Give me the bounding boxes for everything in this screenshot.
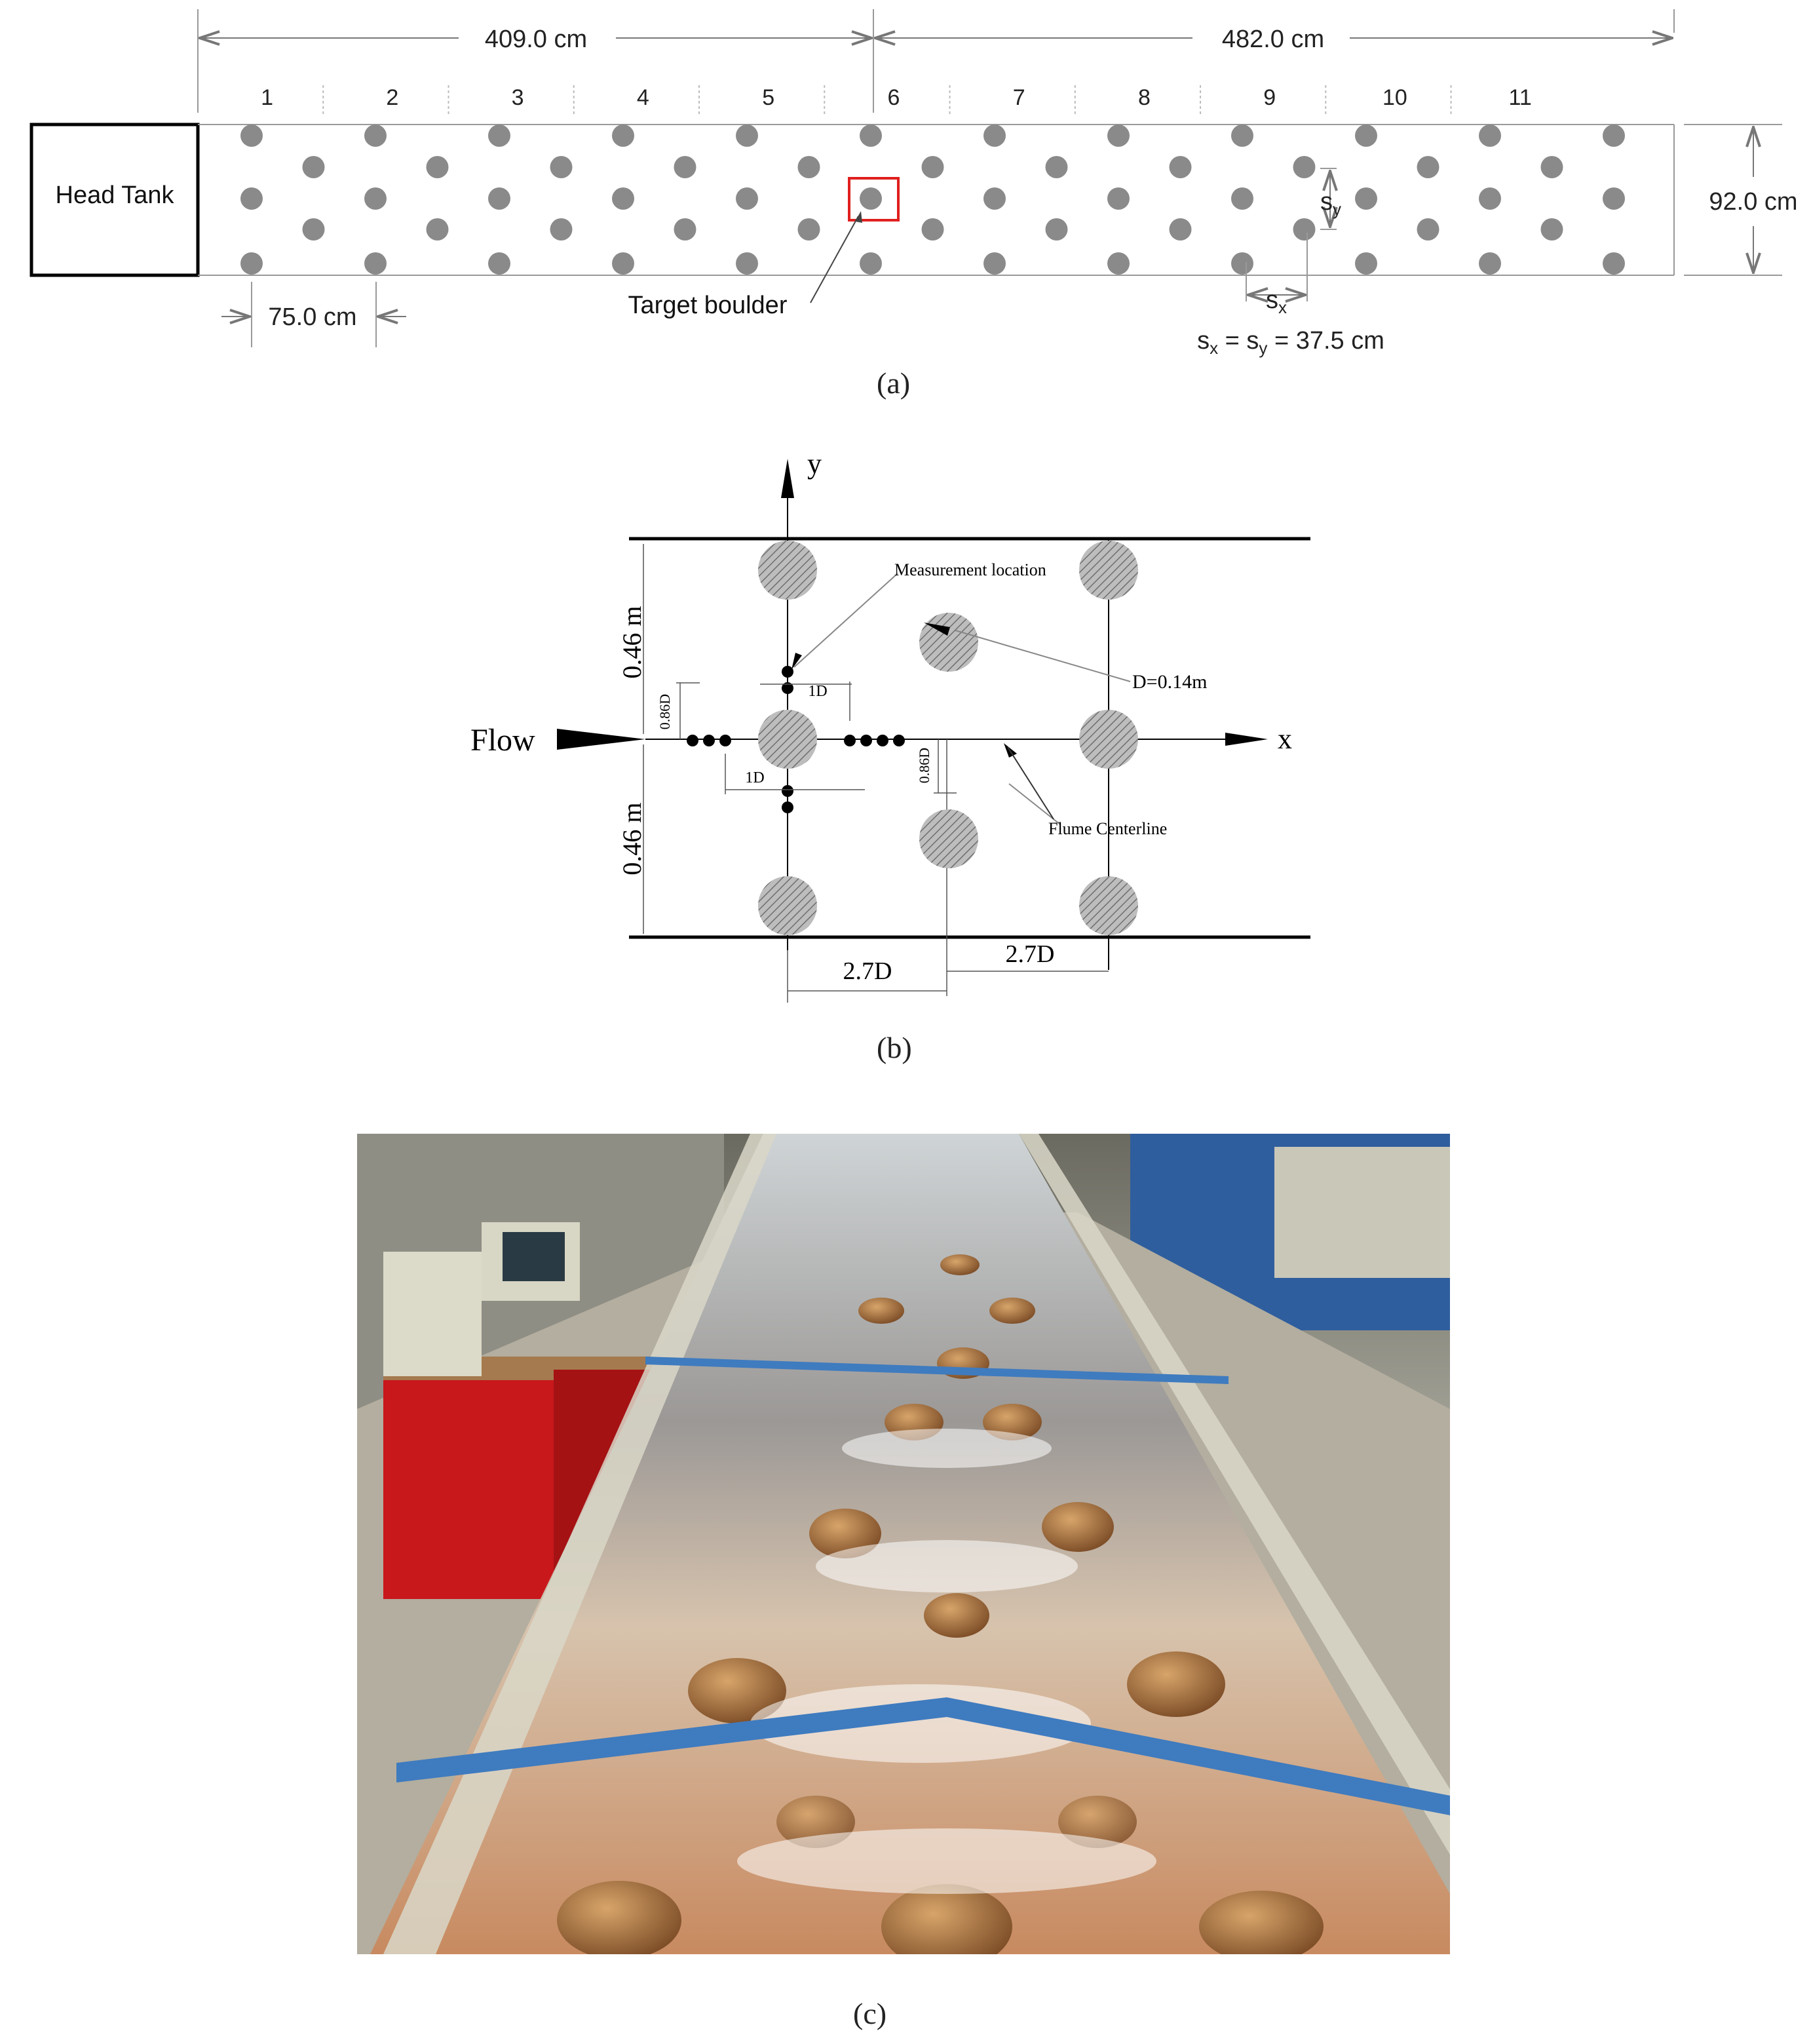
boulder-dot bbox=[1169, 218, 1192, 241]
boulder-dot bbox=[240, 187, 263, 210]
spacing-dim-label: 75.0 cm bbox=[268, 303, 356, 331]
section-number: 3 bbox=[512, 85, 524, 110]
target-boulder-box bbox=[848, 177, 900, 222]
section-number: 2 bbox=[386, 85, 398, 110]
boulder-dot bbox=[1603, 187, 1625, 210]
boulder-dot bbox=[1355, 252, 1377, 275]
blue-crossbar-front bbox=[396, 1697, 1450, 1815]
section-number: 8 bbox=[1138, 85, 1151, 110]
section-number: 1 bbox=[261, 85, 273, 110]
boulder-dot bbox=[364, 187, 387, 210]
boulder-dot bbox=[674, 218, 696, 241]
section-markers: 1 2 3 4 5 6 7 8 9 10 11 bbox=[261, 85, 1532, 115]
boulder-dot bbox=[860, 252, 882, 275]
sy-label: sy bbox=[1320, 188, 1341, 219]
section-number: 4 bbox=[637, 85, 649, 110]
section-number: 7 bbox=[1013, 85, 1025, 110]
boulder-dot bbox=[921, 156, 944, 178]
boulder-dot bbox=[1107, 187, 1130, 210]
boulder-dot bbox=[1231, 125, 1253, 147]
boulder-dot bbox=[1293, 218, 1316, 241]
boulder-dot bbox=[488, 187, 510, 210]
boulder-dot bbox=[1355, 125, 1377, 147]
boulder-dot bbox=[1479, 125, 1501, 147]
boulder-dot bbox=[860, 187, 882, 210]
boulder-dot bbox=[1231, 187, 1253, 210]
boulder-dot bbox=[1479, 187, 1501, 210]
flume-photograph bbox=[357, 1134, 1450, 1954]
boulder-dot bbox=[921, 218, 944, 241]
boulder-dot bbox=[1107, 125, 1130, 147]
boulder-dot bbox=[1417, 218, 1439, 241]
boulder-dot bbox=[860, 125, 882, 147]
boulder-dot bbox=[797, 218, 820, 241]
boulder-dot bbox=[1045, 218, 1068, 241]
target-boulder-label: Target boulder bbox=[628, 292, 788, 319]
sx-label: sx bbox=[1266, 286, 1287, 317]
boulder-dot bbox=[674, 156, 696, 178]
boulder-dot bbox=[1355, 187, 1377, 210]
boulder-dot bbox=[488, 252, 510, 275]
boulder-dot bbox=[983, 187, 1006, 210]
blue-crossbar-middle bbox=[645, 1357, 1229, 1384]
section-number: 9 bbox=[1263, 85, 1276, 110]
boulder-dot bbox=[1045, 156, 1068, 178]
boulder-dot bbox=[1107, 252, 1130, 275]
boulder-dot bbox=[426, 156, 449, 178]
boulder-dot bbox=[1231, 252, 1253, 275]
section-number: 6 bbox=[887, 85, 900, 110]
dim-482: 482.0 cm bbox=[1222, 26, 1324, 53]
boulder-dot bbox=[488, 125, 510, 147]
boulder-dot bbox=[797, 156, 820, 178]
boulder-dot bbox=[302, 218, 325, 241]
boulder-dot bbox=[1479, 252, 1501, 275]
boulder-dot bbox=[1293, 156, 1316, 178]
boulder-dot bbox=[983, 125, 1006, 147]
section-number: 5 bbox=[762, 85, 774, 110]
width-dim-label: 92.0 cm bbox=[1709, 188, 1797, 216]
boulder-dot bbox=[1169, 156, 1192, 178]
spacing-equation: sx = sy = 37.5 cm bbox=[1197, 327, 1384, 358]
boulder-array bbox=[240, 125, 1625, 275]
head-tank-label: Head Tank bbox=[56, 182, 175, 209]
boulder-dot bbox=[364, 252, 387, 275]
dim-409: 409.0 cm bbox=[485, 26, 587, 53]
section-number: 11 bbox=[1509, 85, 1532, 110]
boulder-dot bbox=[736, 187, 758, 210]
boulder-dot bbox=[1540, 156, 1563, 178]
boulder-dot bbox=[240, 252, 263, 275]
boulder-dot bbox=[1603, 125, 1625, 147]
boulder-dot bbox=[736, 125, 758, 147]
boulder-dot bbox=[364, 125, 387, 147]
caption-b: (b) bbox=[877, 1031, 912, 1064]
section-number: 10 bbox=[1382, 85, 1407, 110]
boulder-dot bbox=[426, 218, 449, 241]
boulder-dot bbox=[550, 218, 573, 241]
flume-photo-drawing bbox=[357, 1134, 1450, 1954]
caption-a: (a) bbox=[877, 366, 911, 400]
boulder-dot bbox=[612, 252, 634, 275]
boulder-dot bbox=[1603, 252, 1625, 275]
boulder-dot bbox=[612, 187, 634, 210]
boulder-dot bbox=[240, 125, 263, 147]
head-tank-box bbox=[29, 123, 200, 277]
boulder-dot bbox=[550, 156, 573, 178]
boulder-dot bbox=[736, 252, 758, 275]
caption-c: (c) bbox=[853, 1997, 887, 2030]
boulder-dot bbox=[1540, 218, 1563, 241]
boulder-dot bbox=[302, 156, 325, 178]
boulder-dot bbox=[612, 125, 634, 147]
boulder-dot bbox=[1417, 156, 1439, 178]
boulder-dot bbox=[983, 252, 1006, 275]
